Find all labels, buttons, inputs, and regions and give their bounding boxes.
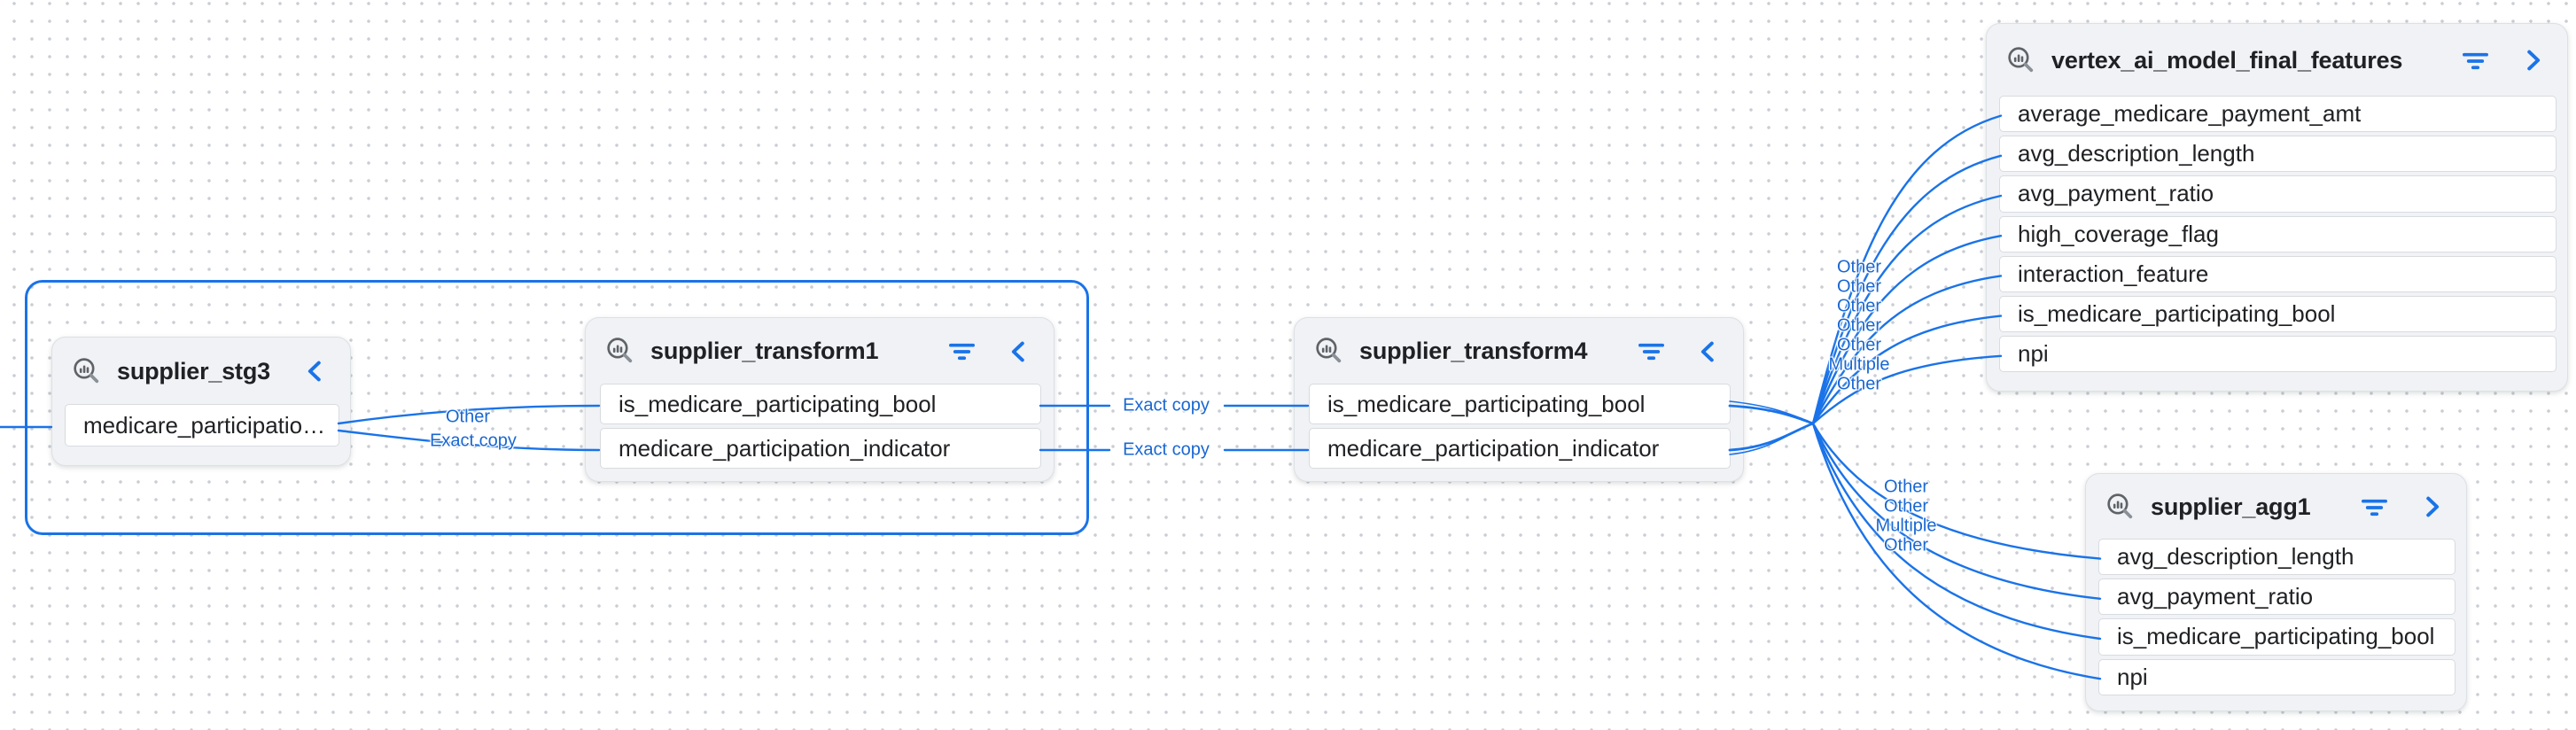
edge-label[interactable]: Exact copy (1123, 395, 1210, 415)
table-insights-icon (2004, 44, 2037, 77)
chevron-left-icon[interactable] (300, 356, 331, 386)
chevron-left-icon[interactable] (1693, 337, 1724, 367)
table-insights-icon (603, 335, 636, 368)
field-row[interactable]: is_medicare_participating_bool (1999, 295, 2557, 333)
field-name: avg_description_length (2018, 140, 2255, 167)
node-header: supplier_transform4 (1295, 318, 1743, 384)
field-name: interaction_feature (2018, 260, 2209, 287)
field-row[interactable]: avg_payment_ratio (1999, 175, 2557, 213)
node-title: supplier_stg3 (117, 357, 270, 384)
chevron-right-icon[interactable] (2416, 492, 2447, 522)
field-list: is_medicare_participating_bool medicare_p… (600, 384, 1041, 472)
lineage-node-supplier_agg1[interactable]: supplier_agg1 avg_description_length avg_p… (2085, 473, 2467, 711)
edge-label[interactable]: Multiple (1875, 516, 1937, 536)
edge-label[interactable]: Other (1883, 496, 1929, 516)
field-row[interactable]: npi (2098, 658, 2455, 695)
field-name: is_medicare_participating_bool (619, 390, 937, 417)
edge-label[interactable]: Other (1836, 257, 1882, 277)
edge-label[interactable]: Other (445, 407, 491, 427)
selection-rect (25, 280, 1089, 535)
field-row[interactable]: medicare_participation_indicator (1309, 428, 1731, 469)
field-list: medicare_participatio… (65, 404, 339, 450)
field-row[interactable]: medicare_participatio… (65, 404, 339, 447)
node-header: supplier_transform1 (586, 318, 1054, 384)
field-name: is_medicare_participating_bool (1327, 390, 1646, 417)
table-insights-icon (2104, 491, 2136, 524)
node-header: vertex_ai_model_final_features (1987, 24, 2567, 97)
edge-label[interactable]: Other (1836, 335, 1882, 355)
field-row[interactable]: average_medicare_payment_amt (1999, 96, 2557, 133)
field-list: average_medicare_payment_amt avg_descript… (1999, 96, 2557, 376)
lineage-node-supplier_transform4[interactable]: supplier_transform4 is_medicare_participa… (1294, 317, 1744, 482)
field-name: high_coverage_flag (2018, 220, 2219, 247)
chevron-right-icon[interactable] (2518, 45, 2548, 75)
field-name: avg_payment_ratio (2117, 583, 2314, 610)
field-name: npi (2018, 340, 2049, 368)
table-insights-icon (70, 355, 103, 388)
table-insights-icon (1312, 335, 1345, 368)
edge-label[interactable]: Other (1836, 315, 1882, 336)
field-row[interactable]: avg_payment_ratio (2098, 579, 2455, 616)
node-title: supplier_transform1 (650, 338, 879, 364)
field-name: is_medicare_participating_bool (2117, 623, 2435, 650)
node-title: vertex_ai_model_final_features (2051, 46, 2403, 74)
lineage-node-supplier_stg3[interactable]: supplier_stg3 medicare_participatio… (51, 337, 351, 466)
field-name: medicare_participation_indicator (1327, 434, 1660, 462)
field-name: avg_description_length (2117, 543, 2354, 571)
edge-label[interactable]: Other (1836, 276, 1882, 297)
field-name: medicare_participation_indicator (619, 434, 951, 462)
field-row[interactable]: interaction_feature (1999, 255, 2557, 292)
filter-icon[interactable] (1636, 336, 1667, 367)
node-title: supplier_transform4 (1359, 338, 1588, 364)
field-row[interactable]: npi (1999, 336, 2557, 373)
lineage-node-supplier_transform1[interactable]: supplier_transform1 is_medicare_participa… (585, 317, 1055, 482)
filter-icon[interactable] (2359, 492, 2390, 523)
node-header: supplier_agg1 (2086, 474, 2466, 540)
field-name: medicare_participatio… (83, 411, 326, 439)
field-row[interactable]: medicare_participation_indicator (600, 428, 1041, 469)
field-name: npi (2117, 663, 2148, 690)
filter-icon[interactable] (946, 336, 977, 367)
edge-label[interactable]: Exact copy (1123, 439, 1210, 460)
field-row[interactable]: is_medicare_participating_bool (600, 384, 1041, 424)
field-name: avg_payment_ratio (2018, 180, 2214, 207)
edge-label[interactable]: Other (1836, 296, 1882, 316)
field-name: is_medicare_participating_bool (2018, 300, 2336, 328)
edge-label[interactable]: Multiple (1828, 354, 1890, 375)
field-list: is_medicare_participating_bool medicare_p… (1309, 384, 1731, 472)
field-row[interactable]: high_coverage_flag (1999, 215, 2557, 252)
edge-label[interactable]: Other (1836, 374, 1882, 394)
chevron-left-icon[interactable] (1004, 337, 1034, 367)
node-header: supplier_stg3 (52, 338, 350, 405)
field-row[interactable]: avg_description_length (2098, 539, 2455, 576)
field-name: average_medicare_payment_amt (2018, 100, 2362, 128)
field-row[interactable]: is_medicare_participating_bool (2098, 618, 2455, 656)
node-title: supplier_agg1 (2151, 493, 2311, 520)
lineage-node-vertex_ai_model_final_features[interactable]: vertex_ai_model_final_features average_me… (1986, 23, 2568, 392)
edge-label[interactable]: Exact copy (430, 431, 517, 451)
edge-label[interactable]: Other (1883, 535, 1929, 555)
field-row[interactable]: is_medicare_participating_bool (1309, 384, 1731, 424)
edge-label[interactable]: Other (1883, 477, 1929, 497)
field-row[interactable]: avg_description_length (1999, 136, 2557, 173)
filter-icon[interactable] (2460, 45, 2491, 76)
